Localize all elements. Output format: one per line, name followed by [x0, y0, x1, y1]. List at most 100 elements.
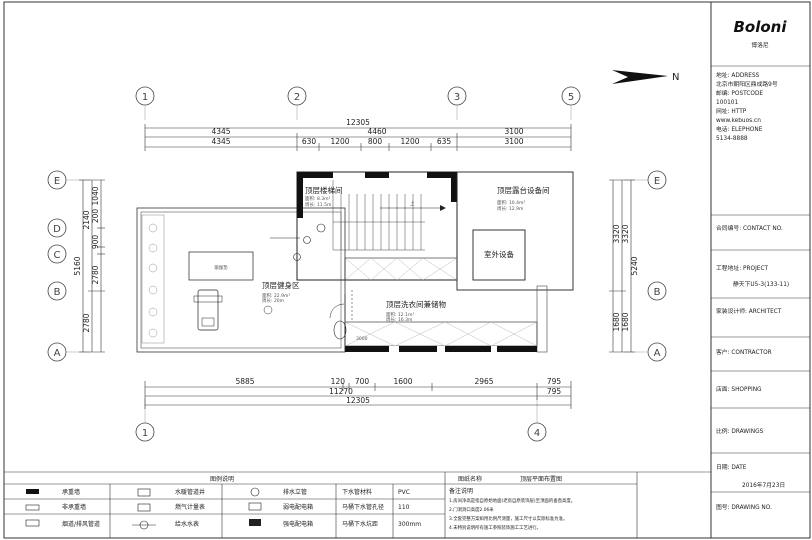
address-label: 地址: ADDRESS [716, 71, 760, 79]
dim-right-seg-c: 1680 [612, 312, 621, 331]
project-label: 工程地址: PROJECT [716, 264, 768, 272]
legend-value-distance: 300mm [398, 521, 421, 528]
address-value: 北京市朝阳区鼎成路9号 [716, 80, 778, 88]
laundry-inner-dim: 3000 [356, 336, 368, 342]
dim-left-seg-c: 200 [91, 209, 100, 224]
axis-bubbles-right [647, 170, 667, 362]
title-block-lines [711, 65, 810, 493]
scale-label: 比例: DRAWINGS [716, 427, 764, 435]
drawing-name: 顶层平面布置图 [520, 475, 562, 483]
pipe-shaft-icon [137, 488, 151, 497]
dim-bottom-row1-b: 120 [331, 377, 346, 386]
legend-value-diameter: 110 [398, 504, 410, 511]
dim-left-seg-e: 2780 [91, 265, 100, 284]
axis-right-e: E [654, 176, 660, 187]
dim-right-overall: 5240 [630, 256, 639, 275]
dim-right-seg-b: 3320 [621, 224, 630, 243]
gas-meter-icon [137, 503, 151, 512]
room-stair-label: 顶层楼梯间 [305, 185, 343, 195]
axis-top-3: 3 [454, 92, 460, 103]
legend-item-7: 弱电配电箱 [283, 503, 313, 511]
legend-item-10: 给水水表 [175, 520, 199, 528]
axis-left-e: E [54, 176, 60, 187]
date-label: 日期: DATE [716, 464, 747, 471]
dim-top-row3-g: 3100 [504, 137, 523, 146]
project-value: 静天下U5-3(133-11) [733, 280, 789, 288]
dim-top-row3-e: 1200 [400, 137, 419, 146]
nonbearing-wall-icon [25, 504, 40, 511]
axis-right-a: A [654, 348, 661, 359]
date-value: 2016年7月23日 [742, 481, 785, 489]
axis-right-b: B [654, 287, 661, 298]
legend-item-5: 非承重墙 [62, 503, 86, 511]
axis-bubbles-left [47, 170, 67, 362]
website-label: 网址: HTTP [716, 107, 747, 115]
note-2: 2.门洞洞口高度2.06米 [449, 506, 494, 513]
dim-bottom-row1-c: 700 [355, 377, 370, 386]
axis-bubbles-top [135, 86, 581, 106]
axis-left-c: C [54, 250, 61, 261]
plant-icons [148, 223, 158, 338]
dim-top-row3-a: 4345 [211, 137, 230, 146]
contract-no: 合同编号: CONTACT NO. [716, 224, 783, 232]
room-gym-label: 顶层健身区 [262, 280, 300, 290]
gym-area [188, 251, 273, 331]
note-3: 3.全套完整方案如用比例尺测量，施工尺寸以实际标准为准。 [449, 515, 567, 522]
dim-bottom-row1-f: 795 [547, 377, 562, 386]
contractor-label: 客户: CONTRACTOR [716, 348, 772, 356]
legend-item-6: 燃气计量表 [175, 503, 205, 511]
svg-text:面积: 22.9m²: 面积: 22.9m² [262, 292, 290, 299]
svg-text:面积: 12.1m²: 面积: 12.1m² [386, 311, 414, 318]
dimension-lines-bottom [144, 381, 572, 409]
legend-item-1: 承重墙 [62, 488, 80, 496]
floor-drain-icons [293, 223, 347, 340]
svg-text:周长: 20m: 周长: 20m [262, 297, 284, 304]
dim-right-seg-a: 3320 [612, 224, 621, 243]
legend-item-12: 马桶下水坑距 [342, 520, 378, 528]
legend-item-3: 排水立管 [283, 488, 307, 496]
room-outdoor-equipment-label: 室外设备 [484, 249, 514, 259]
legend-item-9: 烟道/排风管道 [62, 520, 100, 528]
drawing-name-label: 图纸名称 [458, 475, 482, 483]
legend-item-11: 强电配电箱 [283, 520, 313, 528]
strong-current-box-icon [249, 519, 261, 526]
dim-top-row2-a: 4345 [211, 127, 230, 136]
svg-text:周长: 12.9m: 周长: 12.9m [497, 205, 523, 212]
dim-top-row3-d: 800 [368, 137, 383, 146]
legend-item-2: 水暖管道井 [175, 488, 205, 496]
axis-bubbles-bottom [135, 422, 547, 442]
dim-top-row2-c: 3100 [504, 127, 523, 136]
yoga-mat-label: 瑜伽垫 [214, 264, 228, 271]
dim-top-row3-f: 635 [437, 137, 452, 146]
sheet-border [3, 1, 811, 539]
note-4: 4.未特别说明所有施工参照装饰施工工艺进行。 [449, 524, 541, 531]
svg-text:周长: 11.5m: 周长: 11.5m [305, 201, 331, 208]
dimension-lines-top [144, 124, 572, 151]
dim-top-row2-b: 4460 [367, 127, 386, 136]
dim-left-overall: 5160 [73, 256, 82, 275]
legend-table [4, 471, 711, 538]
svg-text:面积: 8.3m²: 面积: 8.3m² [305, 195, 330, 202]
flue-icon [25, 519, 40, 527]
dim-right-seg-d: 1680 [621, 312, 630, 331]
axis-top-5: 5 [568, 92, 574, 103]
legend-title: 图例说明 [210, 475, 234, 483]
svg-text:面积: 10.4m²: 面积: 10.4m² [497, 199, 525, 206]
dim-bottom-row2-a: 11270 [329, 387, 353, 396]
dim-top-row3-c: 1200 [330, 137, 349, 146]
brand-logo: Boloni [733, 18, 787, 36]
axis-bottom-4: 4 [534, 428, 540, 439]
stair-up-label: 上 [410, 200, 415, 207]
dim-left-seg-f: 2780 [82, 313, 91, 332]
notes-title: 备注说明 [449, 487, 473, 495]
legend-item-8: 马桶下水管孔径 [342, 503, 384, 511]
axis-left-b: B [54, 287, 61, 298]
phone-label: 电话: ELEPHONE [716, 125, 763, 133]
postcode-value: 100101 [716, 100, 738, 106]
dim-top-row3-b: 630 [302, 137, 317, 146]
dimension-lines-right [609, 179, 635, 353]
axis-left-a: A [54, 348, 61, 359]
dim-top-overall: 12305 [346, 118, 370, 127]
